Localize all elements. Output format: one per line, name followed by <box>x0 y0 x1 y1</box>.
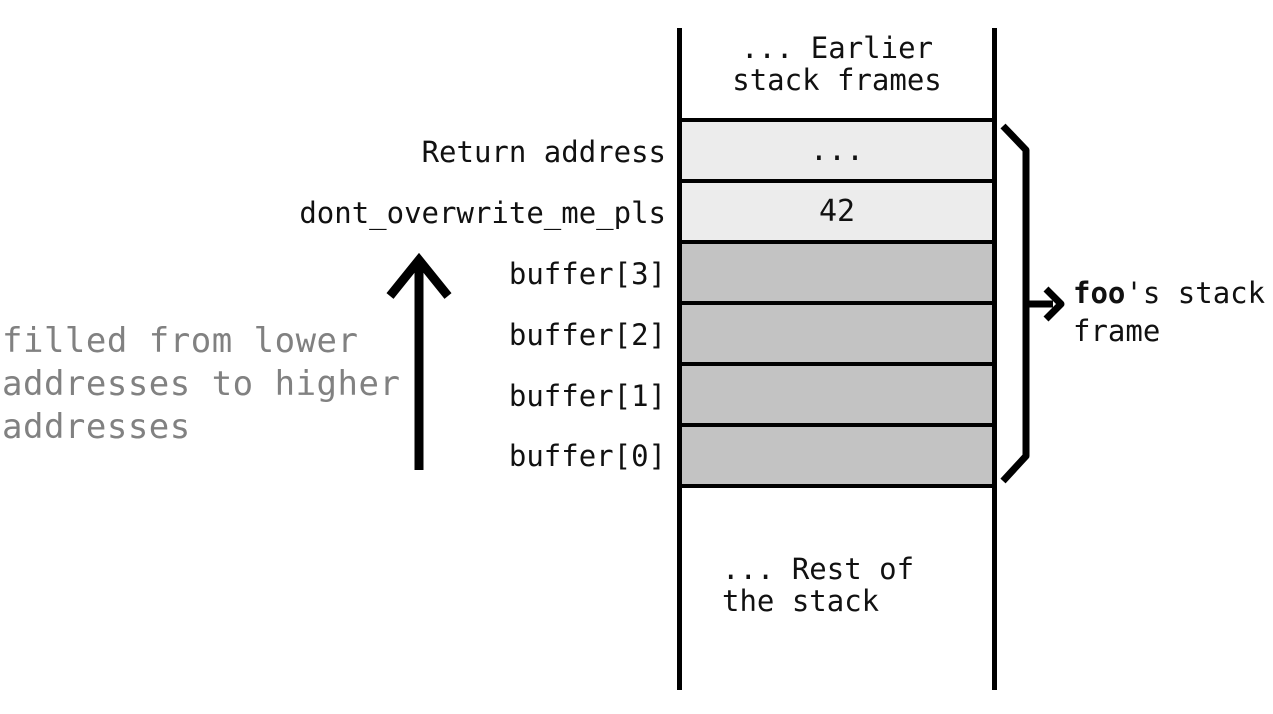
stack-left-line <box>677 28 682 690</box>
fill-direction-note: filled from lower addresses to higher ad… <box>2 320 400 449</box>
earlier-stack-frames-caption: ... Earlier stack frames <box>682 32 992 96</box>
stack-frame-bracket-icon <box>1000 123 1065 484</box>
cell-buffer-0 <box>677 423 997 488</box>
foo-stack-frame-line2: frame <box>1073 314 1161 348</box>
row-label-buffer-0: buffer[0] <box>508 439 666 473</box>
earlier-stack-frames-line1: ... Earlier <box>740 31 934 65</box>
fill-direction-note-line3: addresses <box>2 407 191 447</box>
cell-dont-overwrite-me-pls: 42 <box>677 179 997 240</box>
cell-buffer-3 <box>677 240 997 301</box>
cell-buffer-1 <box>677 362 997 423</box>
row-label-dont-overwrite-me-pls: dont_overwrite_me_pls <box>299 196 666 230</box>
foo-stack-frame-label: foo's stack frame <box>1073 274 1265 350</box>
cell-buffer-2 <box>677 301 997 362</box>
row-label-return-address: Return address <box>421 135 666 169</box>
rest-of-stack-line1: ... Rest of <box>722 552 915 586</box>
rest-of-stack-caption: ... Rest of the stack <box>722 553 914 617</box>
row-label-buffer-2: buffer[2] <box>508 318 666 352</box>
foo-function-name: foo <box>1073 276 1126 310</box>
earlier-stack-frames-line2: stack frames <box>732 63 942 97</box>
row-label-buffer-3: buffer[3] <box>508 257 666 291</box>
foo-stack-frame-suffix: 's stack <box>1125 276 1266 310</box>
foo-stack-frame-line1: foo's stack <box>1073 274 1265 312</box>
stack-cells: ... 42 <box>677 118 997 488</box>
fill-direction-note-line2: addresses to higher <box>2 364 401 404</box>
row-label-buffer-1: buffer[1] <box>508 379 666 413</box>
stack-right-line <box>992 28 997 690</box>
fill-direction-note-line1: filled from lower <box>2 321 359 361</box>
up-arrow-icon <box>386 252 452 470</box>
cell-return-address: ... <box>677 118 997 179</box>
rest-of-stack-line2: the stack <box>722 584 880 618</box>
